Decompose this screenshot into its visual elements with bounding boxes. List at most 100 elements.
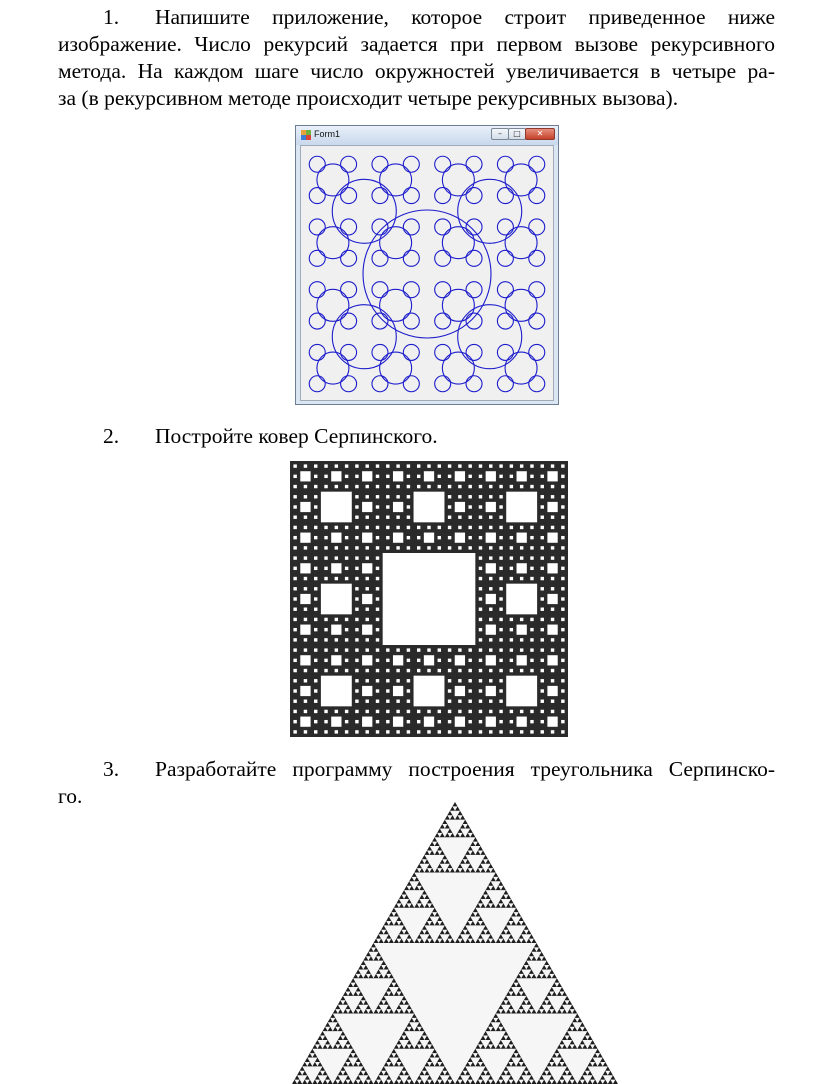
recursive-circle <box>465 187 483 205</box>
carpet-hole <box>396 525 400 530</box>
triangle-hole <box>314 1061 321 1067</box>
triangle-hole <box>574 1017 580 1023</box>
triangle-hole <box>518 973 524 979</box>
triangle-hole <box>531 951 542 961</box>
triangle-hole <box>409 1022 420 1032</box>
carpet-hole <box>365 617 369 622</box>
triangle-hole <box>602 1075 613 1084</box>
triangle-hole <box>348 1057 359 1067</box>
carpet-hole <box>550 699 555 703</box>
carpet-hole <box>447 658 452 663</box>
recursive-circle <box>371 249 389 267</box>
carpet-hole <box>416 525 421 530</box>
triangle-hole <box>493 1017 499 1023</box>
carpet-hole <box>331 471 342 482</box>
triangle-hole <box>439 1075 450 1084</box>
carpet-hole <box>406 515 411 519</box>
triangle-hole <box>437 1061 443 1067</box>
carpet-hole <box>324 719 328 724</box>
recursive-circle <box>465 281 483 299</box>
triangle-hole <box>393 907 435 943</box>
carpet-hole <box>561 474 565 479</box>
carpet-hole <box>355 627 359 632</box>
triangle-hole <box>332 1013 415 1084</box>
carpet-hole <box>540 546 544 550</box>
triangle-hole <box>544 1000 550 1005</box>
carpet-hole <box>519 464 524 468</box>
triangle-hole <box>569 1044 575 1049</box>
carpet-hole <box>447 648 452 652</box>
triangle-hole <box>376 1079 382 1084</box>
carpet-hole <box>499 627 503 632</box>
carpet-hole <box>509 648 514 652</box>
carpet-hole <box>375 505 380 509</box>
triangle-hole <box>488 938 494 943</box>
triangle-hole <box>376 1009 382 1014</box>
carpet-hole <box>344 638 349 642</box>
carpet-hole <box>478 658 483 663</box>
minimize-icon[interactable]: – <box>491 128 509 140</box>
carpet-hole <box>437 525 442 530</box>
triangle-hole <box>376 956 382 961</box>
triangle-hole <box>498 903 504 908</box>
triangle-hole <box>567 1031 588 1049</box>
carpet-hole <box>468 709 472 714</box>
carpet-hole <box>406 525 411 530</box>
triangle-hole <box>528 938 534 943</box>
recursive-circle <box>528 249 546 267</box>
triangle-hole <box>600 1079 606 1084</box>
triangle-hole <box>460 1075 471 1084</box>
carpet-hole <box>447 730 452 734</box>
carpet-hole <box>300 532 311 543</box>
triangle-hole <box>549 1009 555 1014</box>
carpet-hole <box>392 716 404 727</box>
recursive-circle <box>316 351 350 385</box>
triangle-hole <box>320 1035 326 1040</box>
recursive-circle <box>308 312 326 330</box>
carpet-hole <box>314 648 318 652</box>
task-1-paragraph: 1.Напишите приложение, которое строит пр… <box>58 4 775 112</box>
carpet-hole <box>437 535 442 540</box>
carpet-hole <box>530 566 534 571</box>
close-icon[interactable]: ✕ <box>525 128 555 140</box>
recursive-circle <box>340 343 358 361</box>
task-1-line-3: метода. На каждом шаге число окружностей… <box>58 59 775 83</box>
carpet-hole <box>324 464 328 468</box>
carpet-hole <box>375 638 380 642</box>
carpet-hole <box>406 546 411 550</box>
carpet-hole <box>320 491 352 523</box>
carpet-hole <box>540 556 544 560</box>
triangle-hole <box>513 912 519 917</box>
carpet-hole <box>293 709 297 714</box>
carpet-hole <box>320 583 352 615</box>
carpet-hole <box>314 668 318 673</box>
triangle-hole <box>398 934 410 943</box>
carpet-hole <box>499 525 503 530</box>
carpet-hole <box>300 563 311 574</box>
carpet-hole <box>303 699 308 703</box>
recursive-circle <box>340 187 358 205</box>
carpet-hole <box>423 716 435 727</box>
triangle-hole <box>477 938 484 943</box>
carpet-hole <box>406 495 411 499</box>
triangle-hole <box>523 965 529 970</box>
triangle-hole <box>467 832 473 838</box>
carpet-hole <box>561 464 565 468</box>
carpet-hole <box>303 515 308 519</box>
recursive-circle <box>402 375 420 393</box>
carpet-hole <box>365 709 369 714</box>
recursive-circle <box>465 312 483 330</box>
carpet-hole <box>478 709 483 714</box>
carpet-hole <box>478 730 483 734</box>
carpet-hole <box>561 648 565 652</box>
carpet-hole <box>540 709 544 714</box>
carpet-hole <box>478 464 483 468</box>
carpet-hole <box>416 658 421 663</box>
carpet-hole <box>530 627 534 632</box>
maximize-icon[interactable]: □ <box>508 128 526 140</box>
carpet-hole <box>530 668 534 673</box>
carpet-hole <box>324 484 328 489</box>
triangle-hole <box>353 978 394 1014</box>
triangle-hole <box>391 1053 397 1058</box>
carpet-hole <box>478 648 483 652</box>
